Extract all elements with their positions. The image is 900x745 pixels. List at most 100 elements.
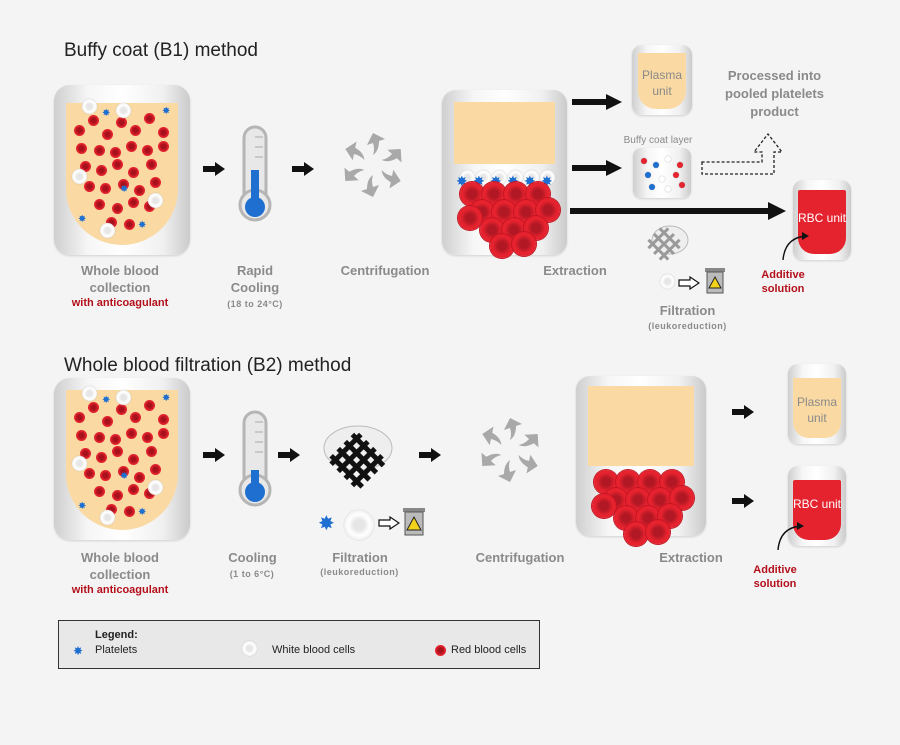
rbc-unit-label: RBC unit: [797, 211, 847, 225]
rbc-cell: [144, 400, 155, 411]
rbc-cell: [80, 161, 91, 172]
platelet-cell: ✸: [524, 173, 536, 189]
legend-wbc: White blood cells: [272, 644, 356, 656]
additive-label: Additive solution: [753, 564, 797, 590]
whole-blood-bag: ✸✸✸✸✸: [54, 378, 190, 540]
rbc-cell: [96, 165, 107, 176]
platelet-icon: ✸: [73, 644, 84, 658]
rbc-cell: [144, 113, 155, 124]
rbc-unit-label: RBC unit: [792, 497, 842, 511]
platelet-cell: ✸: [473, 173, 485, 189]
rbc-cell: [74, 125, 85, 136]
filter-icon: [323, 425, 393, 489]
wbc-cell: [72, 456, 87, 471]
rbc-cell: [458, 206, 482, 230]
platelet-cell: ✸: [120, 184, 129, 195]
rbc-cell: [124, 219, 135, 230]
whole-blood-bag: ✸✸✸✸✸: [54, 85, 190, 255]
buffy-cell: [679, 182, 685, 188]
rbc-cell: [128, 454, 139, 465]
rbc-cell: [118, 466, 129, 477]
arrow-right-icon: [278, 448, 300, 462]
rbc-cell: [144, 201, 155, 212]
rbc-cell: [130, 125, 141, 136]
buffy-cell: [665, 156, 671, 162]
rbc-cell: [100, 470, 111, 481]
rbc-cell: [128, 197, 139, 208]
rbc-cell: [144, 488, 155, 499]
rbc-cell: [158, 428, 169, 439]
wbc-cell: [540, 170, 555, 185]
step-filtration-note: (leukoreduction): [648, 321, 727, 331]
step-collection-note: with anticoagulant: [71, 297, 169, 309]
step-cooling: Rapid Cooling: [230, 263, 280, 295]
rbc-cell: [142, 145, 153, 156]
wbc-cell: [100, 223, 115, 238]
buffy-cell: [649, 184, 655, 190]
step-filtration: Filtration: [332, 550, 388, 565]
legend-platelets: Platelets: [95, 644, 138, 656]
rbc-cell: [94, 432, 105, 443]
rbc-cell: [146, 446, 157, 457]
plasma-unit-label: Plasma unit: [796, 395, 837, 425]
wbc-cell: [116, 390, 131, 405]
rbc-cell: [112, 203, 123, 214]
buffy-cell: [677, 162, 683, 168]
arrow-right-icon: [419, 448, 441, 462]
section1-title: Buffy coat (B1) method: [64, 40, 258, 61]
rbc-cell: [490, 234, 514, 258]
centrifuge-icon: [344, 133, 402, 197]
plasma-unit-bag: Plasma unit: [632, 45, 692, 115]
step-collection: Whole blood collection: [81, 550, 159, 582]
rbc-cell: [76, 143, 87, 154]
rbc-unit-bag: RBC unit: [788, 466, 846, 546]
additive-label: Additive solution: [761, 269, 805, 295]
curve-arrow-icon: [782, 232, 809, 261]
wbc-cell: [460, 170, 475, 185]
wbc-cell: [524, 170, 539, 185]
buffy-cell: [641, 158, 647, 164]
step-centrifugation: Centrifugation: [475, 550, 565, 565]
rbc-cell: [126, 141, 137, 152]
rbc-cell: [158, 414, 169, 425]
rbc-cell: [94, 486, 105, 497]
step-centrifugation: Centrifugation: [340, 263, 430, 278]
wbc-cell: [148, 193, 163, 208]
legend-rbc: Red blood cells: [451, 644, 527, 656]
rbc-cell: [116, 404, 127, 415]
platelet-cell: ✸: [102, 395, 111, 406]
wbc-cell: [100, 510, 115, 525]
wbc-cell: [492, 170, 507, 185]
rbc-cell: [592, 494, 616, 518]
platelet-cell: ✸: [490, 173, 502, 189]
arrow-right-icon: [732, 494, 754, 508]
rbc-cell: [112, 159, 123, 170]
rbc-cell: [150, 177, 161, 188]
step-cooling: Cooling: [228, 550, 277, 565]
hollow-arrow-icon: [378, 516, 400, 530]
rbc-cell: [94, 199, 105, 210]
buffy-cell: [645, 172, 651, 178]
wbc-cell: [508, 170, 523, 185]
step-cooling-note: (1 to 6°C): [229, 569, 275, 579]
arrow-right-icon: [203, 448, 225, 462]
wbc-icon: [344, 510, 374, 540]
rbc-cell: [88, 115, 99, 126]
rbc-cell: [100, 183, 111, 194]
centrifuge-icon: [481, 418, 539, 482]
rbc-cell: [96, 452, 107, 463]
rbc-cell: [94, 145, 105, 156]
platelet-cell: ✸: [78, 214, 87, 225]
platelet-cell: ✸: [78, 501, 87, 512]
rbc-cell: [106, 217, 117, 228]
rbc-cell: [84, 468, 95, 479]
curve-arrow-icon: [777, 522, 804, 551]
platelet-cell: ✸: [456, 173, 468, 189]
wbc-cell: [82, 99, 97, 114]
platelet-cell: ✸: [138, 220, 147, 231]
legend-title: Legend:: [95, 629, 138, 641]
rbc-cell: [134, 185, 145, 196]
plasma-unit-label: Plasma unit: [641, 68, 682, 98]
rbc-cell: [112, 490, 123, 501]
arrow-right-icon: [572, 94, 622, 110]
